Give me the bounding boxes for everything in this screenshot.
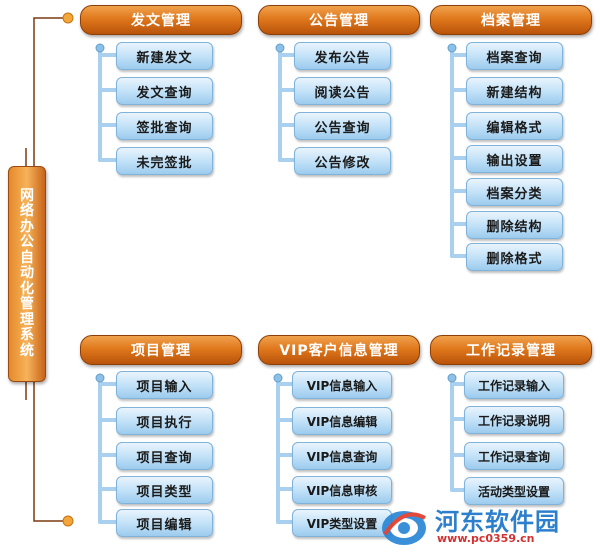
module-header-document[interactable]: 发文管理 [80, 5, 242, 35]
root-label: 网络办公自动化管理系统 [20, 187, 34, 359]
item-new-document[interactable]: 新建发文 [116, 42, 213, 70]
item-publish-announcement[interactable]: 发布公告 [294, 42, 391, 70]
module-header-work-log[interactable]: 工作记录管理 [430, 335, 592, 365]
item-output-settings[interactable]: 输出设置 [466, 145, 563, 173]
module-header-archive[interactable]: 档案管理 [430, 5, 592, 35]
item-new-structure[interactable]: 新建结构 [466, 77, 563, 105]
item-archive-query[interactable]: 档案查询 [466, 42, 563, 70]
module-header-vip[interactable]: VIP客户信息管理 [258, 335, 420, 365]
watermark-site-name: 河东软件园 [435, 508, 560, 536]
root-node: 网络办公自动化管理系统 [8, 166, 46, 382]
item-vip-edit[interactable]: VIP信息编辑 [292, 407, 392, 435]
item-vip-type-settings[interactable]: VIP类型设置 [292, 509, 392, 537]
item-vip-input[interactable]: VIP信息输入 [292, 371, 392, 399]
item-approval-query[interactable]: 签批查询 [116, 112, 213, 140]
item-project-input[interactable]: 项目输入 [116, 371, 213, 399]
watermark: 河东软件园 www.pc0359.cn [377, 502, 592, 550]
item-edit-announcement[interactable]: 公告修改 [294, 147, 391, 175]
item-vip-review[interactable]: VIP信息审核 [292, 476, 392, 504]
item-pending-approval[interactable]: 未完签批 [116, 147, 213, 175]
module-header-announcement[interactable]: 公告管理 [258, 5, 420, 35]
item-project-edit[interactable]: 项目编辑 [116, 509, 213, 537]
item-document-query[interactable]: 发文查询 [116, 77, 213, 105]
item-work-log-input[interactable]: 工作记录输入 [464, 371, 564, 399]
item-vip-query[interactable]: VIP信息查询 [292, 442, 392, 470]
item-read-announcement[interactable]: 阅读公告 [294, 77, 391, 105]
item-announcement-query[interactable]: 公告查询 [294, 112, 391, 140]
item-delete-format[interactable]: 删除格式 [466, 243, 563, 271]
watermark-url: www.pc0359.cn [437, 532, 535, 545]
item-activity-type-settings[interactable]: 活动类型设置 [464, 477, 564, 505]
module-header-project[interactable]: 项目管理 [80, 335, 242, 365]
item-project-execution[interactable]: 项目执行 [116, 407, 213, 435]
item-work-log-notes[interactable]: 工作记录说明 [464, 406, 564, 434]
item-delete-structure[interactable]: 删除结构 [466, 211, 563, 239]
item-edit-format[interactable]: 编辑格式 [466, 112, 563, 140]
site-logo-icon [382, 511, 426, 545]
item-project-type[interactable]: 项目类型 [116, 476, 213, 504]
item-archive-category[interactable]: 档案分类 [466, 178, 563, 206]
item-work-log-query[interactable]: 工作记录查询 [464, 442, 564, 470]
item-project-query[interactable]: 项目查询 [116, 442, 213, 470]
